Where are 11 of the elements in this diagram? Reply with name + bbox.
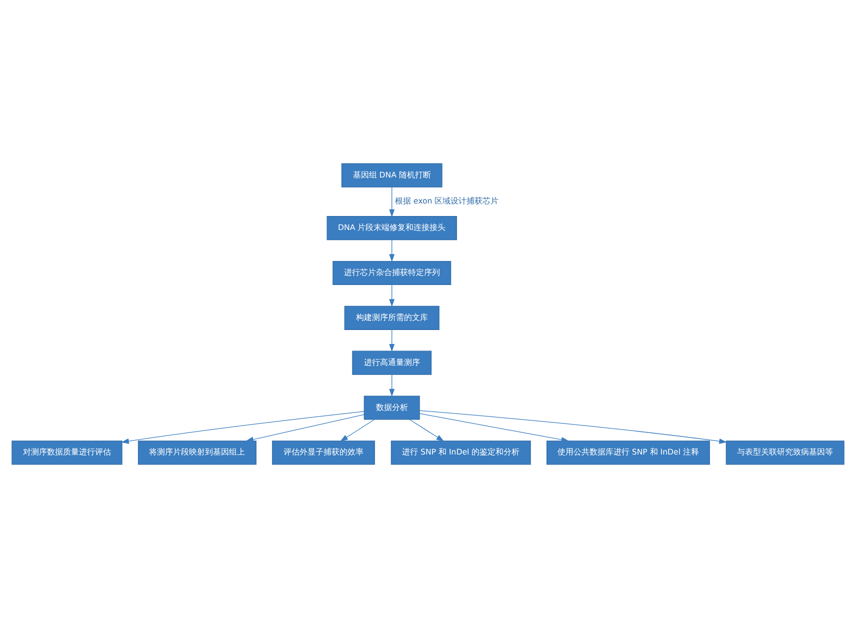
arrow: [389, 186, 395, 218]
arrow: [419, 410, 728, 444]
arrow: [389, 240, 395, 262]
arrow: [389, 329, 395, 352]
arrow: [419, 413, 570, 442]
arrow: [340, 419, 375, 442]
arrow: [389, 374, 395, 397]
arrow: [389, 284, 395, 307]
arrow: [246, 414, 364, 442]
arrow: [121, 411, 364, 444]
arrow: [409, 419, 444, 442]
